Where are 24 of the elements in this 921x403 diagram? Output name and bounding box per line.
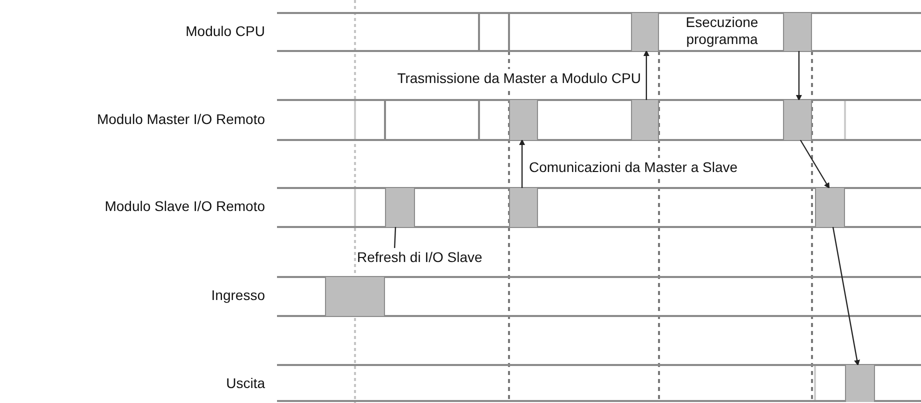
arrow (832, 226, 860, 366)
time-slot-block (783, 13, 812, 51)
time-slot-block (631, 13, 659, 51)
leader-line (394, 226, 396, 248)
time-slot-block (631, 100, 659, 140)
arrow (800, 140, 830, 189)
row-label: Ingresso (211, 287, 265, 304)
time-slot-block (509, 188, 538, 227)
edge-label: Comunicazioni da Master a Slave (528, 158, 739, 176)
time-slot-block (325, 277, 385, 316)
row-label: Uscita (226, 375, 265, 392)
time-slot-block (783, 100, 812, 140)
row-label: Modulo Slave I/O Remoto (104, 198, 265, 215)
arrow (643, 50, 650, 100)
arrow (796, 51, 802, 101)
time-slot-block (509, 100, 538, 140)
arrow (519, 139, 526, 188)
row-label: Modulo CPU (186, 23, 265, 40)
row-label: Modulo Master I/O Remoto (96, 111, 265, 128)
edge-label: Trasmissione da Master a Modulo CPU (396, 69, 642, 87)
annotation-text: Refresh di I/O Slave (357, 248, 482, 266)
time-slot-block (845, 365, 875, 402)
time-slot-block (815, 188, 845, 227)
time-slot-block (385, 188, 415, 227)
